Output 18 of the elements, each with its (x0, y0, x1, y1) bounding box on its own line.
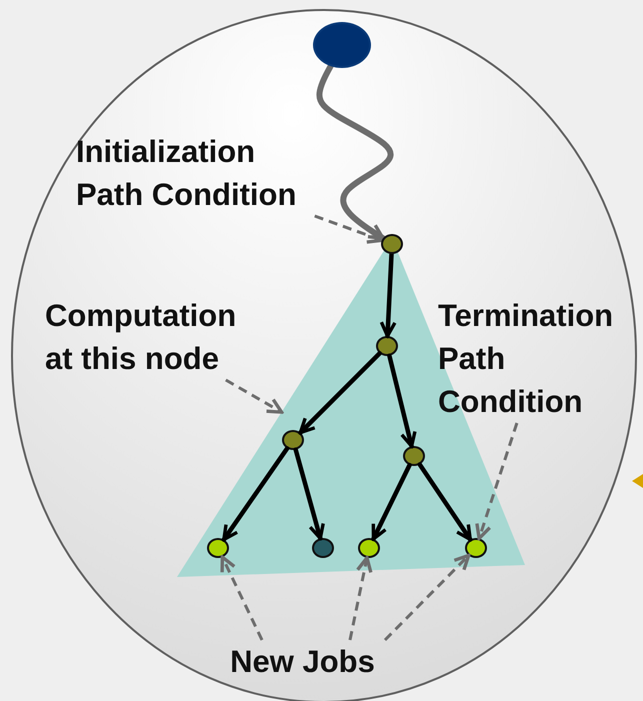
dashed-arrow (348, 556, 373, 640)
arrow (222, 446, 290, 542)
arrow (293, 447, 325, 541)
arrow (380, 252, 397, 338)
dashed-arrow (475, 422, 518, 540)
dashed-arrow (220, 555, 264, 641)
annotation-label: New Jobs (220, 640, 385, 683)
dashed-arrow (225, 378, 284, 414)
arrow (418, 462, 472, 542)
arrow (316, 63, 394, 242)
annotation-label: Computation at this node (45, 294, 257, 380)
annotation-label: Initialization Path Condition (76, 130, 316, 216)
dashed-arrow (314, 214, 384, 244)
annotation-label: Termination Path Condition (438, 294, 638, 423)
arrow (298, 351, 382, 435)
dashed-arrow (384, 554, 470, 642)
arrow (371, 462, 412, 542)
arrow (387, 354, 417, 448)
